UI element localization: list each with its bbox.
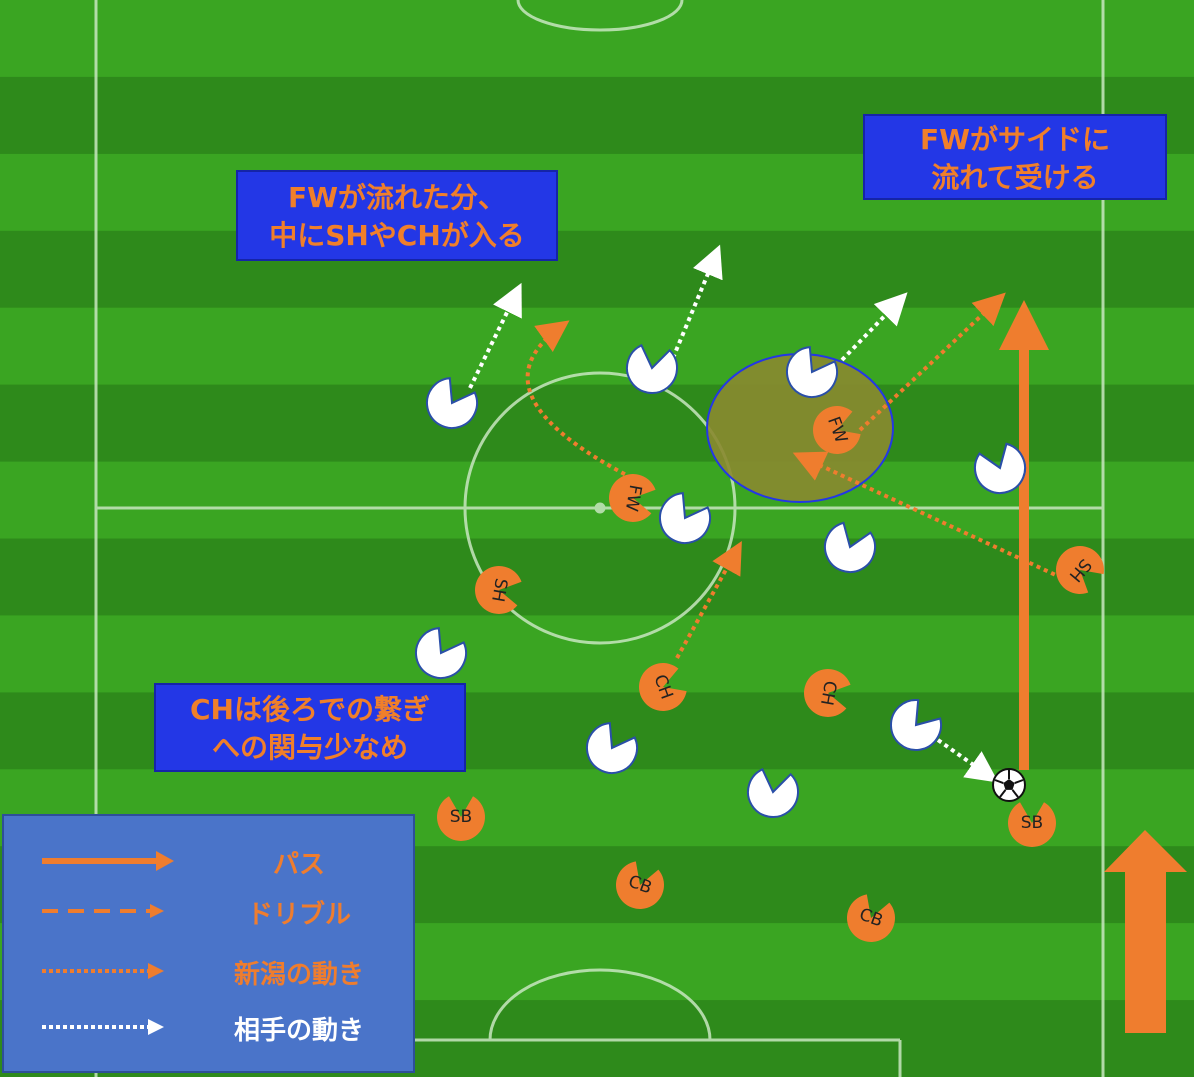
opponent-token (974, 442, 1026, 494)
niigata-player-token: FW (813, 406, 861, 454)
fw-side-run-arrow (858, 292, 1006, 432)
token-body (1056, 546, 1104, 594)
opponent-token (415, 627, 467, 679)
legend-niigata-move: 新潟の動き (4, 946, 413, 996)
niigata-player-token: SH (1056, 546, 1104, 594)
niigata-movement-lines (525, 292, 1063, 659)
opponent-token (747, 768, 799, 818)
token-body (847, 894, 895, 942)
note-fw-gap: FWが流れた分、 中にSHやCHが入る (236, 170, 558, 261)
ch-run-arrow (675, 541, 742, 659)
niigata-player-token: SH (475, 566, 522, 614)
niigata-player-token: CH (804, 669, 851, 717)
opponent-token (890, 699, 942, 751)
niigata-move-line-icon (42, 963, 164, 979)
legend-opponent-move-label: 相手の動き (233, 1016, 364, 1046)
opponent-token (659, 492, 711, 544)
token-body (437, 796, 485, 841)
opponent-move-line-icon (42, 1019, 164, 1035)
niigata-player-token: SB (437, 796, 485, 841)
opponent-token (426, 377, 478, 429)
opponent-movement-lines (468, 244, 999, 783)
soccer-ball-icon (992, 768, 1026, 802)
sh-run-arrow (792, 451, 1063, 580)
legend-pass: パス (4, 836, 413, 886)
grass-stripe (0, 538, 1194, 617)
opponent-token (786, 346, 838, 398)
token-body (804, 669, 851, 717)
token-body (616, 861, 664, 909)
up-arrow-icon (1104, 830, 1187, 1033)
pass-line-icon (42, 851, 174, 871)
grass-stripe (0, 0, 1194, 78)
niigata-player-token: CB (847, 894, 895, 942)
token-body (813, 406, 861, 454)
dribble-line-icon (42, 904, 164, 918)
opponent-players (415, 344, 1026, 818)
fw-run-arrow (525, 320, 633, 480)
legend-niigata-move-label: 新潟の動き (233, 960, 364, 990)
grass-stripe (0, 384, 1194, 463)
token-body (475, 566, 522, 614)
note-ch: CHは後ろでの繋ぎ への関与少なめ (154, 683, 466, 772)
legend-dribble-label: ドリブル (246, 900, 351, 930)
token-body (639, 663, 687, 711)
player-position-label: SB (1021, 813, 1043, 833)
note-fw-side: FWがサイドに 流れて受ける (863, 114, 1167, 200)
legend-opponent-move: 相手の動き (4, 1002, 413, 1052)
token-body (609, 474, 656, 522)
grass-stripe (0, 230, 1194, 309)
player-position-label: SH (487, 577, 511, 604)
niigata-player-token: FW (609, 474, 656, 522)
player-position-label: FW (621, 483, 645, 513)
legend-dribble: ドリブル (4, 886, 413, 936)
legend: パス ドリブル 新潟の動き 相手の動き (2, 814, 415, 1073)
opponent-token (824, 521, 876, 573)
opponent-token (586, 722, 638, 774)
niigata-player-token: SB (1008, 802, 1056, 847)
player-position-label: CH (816, 679, 840, 707)
player-position-label: SB (450, 807, 472, 827)
opponent-token (626, 344, 678, 394)
grass-stripe (0, 615, 1194, 694)
legend-pass-label: パス (272, 850, 325, 880)
token-body (1008, 802, 1056, 847)
